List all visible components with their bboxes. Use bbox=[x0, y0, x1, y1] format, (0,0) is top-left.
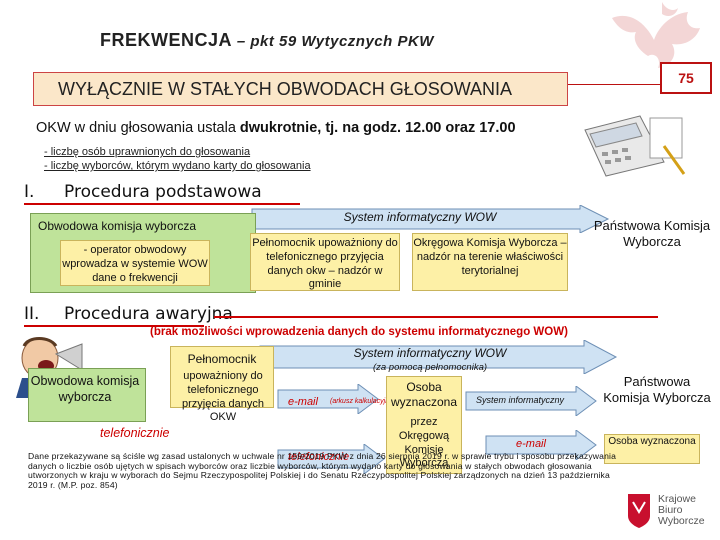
system-wow-label-2: System informatyczny WOW bbox=[353, 346, 507, 360]
section-1-heading: Procedura podstawowa bbox=[64, 182, 262, 202]
section-banner: WYŁĄCZNIE W STAŁYCH OBWODACH GŁOSOWANIA bbox=[33, 72, 568, 106]
system-wow-note: (za pomocą pełnomocnika) bbox=[372, 362, 488, 373]
pelnomocnik-box: Pełnomocnik upoważniony do telefoniczneg… bbox=[250, 233, 400, 291]
title-sub: – pkt 59 Wytycznych PKW bbox=[236, 33, 434, 50]
email-arrow-2 bbox=[485, 430, 597, 460]
system-arrow-small bbox=[465, 386, 597, 416]
osoba-pkw-box: Osoba wyznaczona bbox=[604, 434, 700, 464]
osoba-text: przez Okręgową Komisję Wyborczą bbox=[398, 416, 450, 470]
intro-part-b: dwukrotnie, tj. na godz. bbox=[239, 120, 402, 136]
telefonicznie-label-2: telefonicznie bbox=[288, 451, 350, 463]
email-note-1: (arkusz kalkulacyjny) bbox=[330, 398, 395, 405]
calculator-icon bbox=[584, 115, 686, 177]
section-2-line bbox=[214, 316, 658, 318]
osoba-title: Osoba wyznaczona bbox=[390, 380, 458, 409]
pkw-label-2: Państwowa Komisja Wyborcza bbox=[603, 374, 711, 406]
system-small-label: System informatyczny bbox=[476, 395, 565, 405]
intro-part-c: 12.00 oraz 17.00 bbox=[405, 120, 516, 136]
pelnomocnik-box-2 bbox=[170, 346, 274, 408]
osoba-box bbox=[386, 376, 462, 474]
section-2-number: II. bbox=[24, 304, 40, 324]
section-1-underline bbox=[24, 203, 300, 205]
intro-part-a: OKW w dniu głosowania ustala bbox=[36, 120, 236, 136]
eagle-emblem-icon bbox=[612, 2, 700, 68]
email-label-2: e-mail bbox=[516, 438, 546, 450]
section-2-note: (brak możliwości wprowadzenia danych do … bbox=[150, 326, 568, 338]
system-wow-arrow bbox=[251, 205, 610, 233]
intro-text: OKW w dniu głosowania ustala dwukrotnie,… bbox=[36, 120, 516, 136]
intro-item-2: - liczbę wyborców, którym wydano karty d… bbox=[44, 160, 311, 172]
section-2-underline bbox=[24, 325, 204, 327]
okw-box-2 bbox=[28, 368, 146, 422]
email-arrow-1 bbox=[277, 384, 379, 414]
system-wow-arrow-2 bbox=[259, 340, 618, 374]
operator-box: - operator obwodowy wprowadza w systemie… bbox=[60, 240, 210, 286]
telefonicznie-label-1: telefonicznie bbox=[100, 426, 170, 440]
system-wow-label: System informatyczny WOW bbox=[343, 210, 497, 224]
phone-arrow bbox=[277, 444, 385, 474]
okw-label: Obwodowa komisja wyborcza bbox=[38, 219, 197, 233]
email-label-1: e-mail bbox=[288, 396, 318, 408]
title-main: FREKWENCJA bbox=[100, 30, 232, 50]
okw-label-2: Obwodowa komisja wyborcza bbox=[30, 374, 140, 404]
okregowa-box: Okręgowa Komisja Wyborcza – nadzór na te… bbox=[412, 233, 568, 291]
logo-line-1: Krajowe bbox=[658, 493, 696, 505]
kbw-logo-icon bbox=[628, 494, 650, 528]
banner-line bbox=[568, 84, 660, 85]
page-title: FREKWENCJA – pkt 59 Wytycznych PKW bbox=[100, 30, 434, 51]
section-2-heading: Procedura awaryjna bbox=[64, 304, 233, 324]
pkw-label-1: Państwowa Komisja Wyborcza bbox=[593, 218, 711, 250]
page-number: 75 bbox=[660, 62, 712, 94]
intro-item-1: - liczbę osób uprawnionych do głosowania bbox=[44, 146, 251, 158]
footer-note: Dane przekazywane są ściśle wg zasad ust… bbox=[28, 451, 617, 490]
pelnomocnik-title: Pełnomocnik bbox=[187, 352, 257, 366]
logo-line-2: Biuro bbox=[658, 504, 683, 517]
pelnomocnik-text: upoważniony do telefonicznego przyjęcia … bbox=[182, 370, 264, 424]
kbw-logo-text: Krajowe Biuro Wyborcze bbox=[658, 493, 705, 528]
section-1-number: I. bbox=[24, 182, 35, 202]
logo-line-3: Wyborcze bbox=[658, 515, 705, 528]
